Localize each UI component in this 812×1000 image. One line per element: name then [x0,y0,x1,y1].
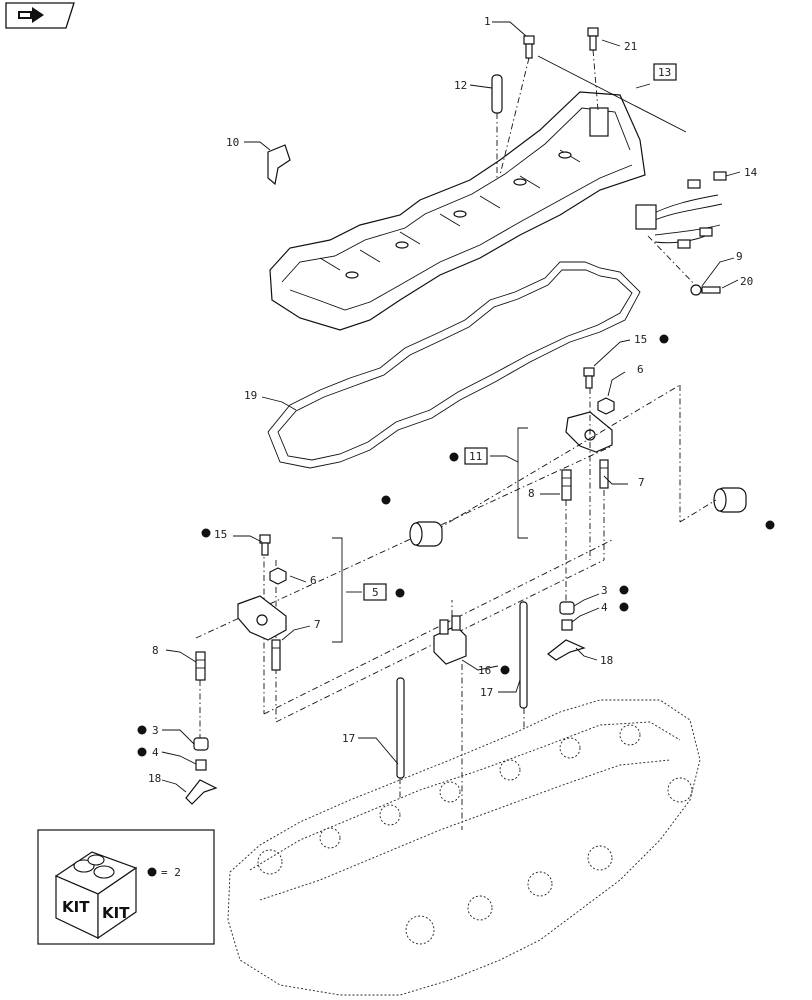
kit-dot [147,867,157,877]
gasket-19 [267,261,641,469]
kit-dot [500,665,510,675]
kit-dot [381,495,391,505]
callout-20: 20 [740,275,753,288]
cylinder-head [227,699,701,996]
kit-dot [137,747,147,757]
rocker-cover [269,91,646,331]
callout-3-right: 3 [601,584,608,597]
isolator-middle [409,521,443,547]
push-rod-17-left [396,677,405,779]
callout-15-right: 15 [634,333,647,346]
callout-16: 16 [478,664,491,677]
leader-lines [161,21,741,793]
callout-21: 21 [624,40,637,53]
kit-dot [395,588,405,598]
push-rod-17-right [519,601,528,709]
nut-6-left [269,567,287,585]
callout-5: 5 [372,586,379,599]
ring-4-right [561,619,573,631]
callout-1: 1 [484,15,491,28]
bolt-15-right [583,367,595,389]
nut-6-right [597,397,615,415]
kit-dot [201,528,211,538]
callout-15-left: 15 [214,528,227,541]
wiring-harness-14 [635,171,727,249]
stud-8-right [561,469,572,501]
callout-11-box [464,447,488,465]
callout-11: 11 [469,450,482,463]
callout-14: 14 [744,166,758,179]
callout-8-left: 8 [152,644,159,657]
bridge-18-left [185,779,218,805]
kit-bracket-11 [517,427,528,539]
callout-4-right: 4 [601,601,608,614]
kit-bracket-5 [332,537,343,643]
stud-7-left [271,639,281,671]
kit-quantity-text: = 2 [161,866,181,879]
next-page-arrow-icon [18,7,44,23]
stud-8-left [195,651,206,681]
isolator-right [713,487,747,513]
rocker-arm-right [565,411,613,453]
pin-12 [491,74,503,114]
bolt-21 [587,27,599,51]
callout-19: 19 [244,389,257,402]
callout-9: 9 [736,250,743,263]
cap-3-left [193,737,209,751]
kit-dot [137,725,147,735]
callouts: 1 21 12 13 10 14 9 20 19 15 6 11 8 7 15 … [137,15,775,785]
cap-3-right [559,601,575,615]
kit-dot [449,452,459,462]
kit-dot [619,585,629,595]
callout-6-left: 6 [310,574,317,587]
kit-dot [619,602,629,612]
callout-10: 10 [226,136,239,149]
kit-label-side: KIT [102,904,130,922]
callout-18-left: 18 [148,772,161,785]
kit-legend: KIT KIT = 2 [37,829,215,945]
ring-4-left [195,759,207,771]
kit-box-icon: KIT KIT [54,851,138,940]
bolt-20 [690,284,721,296]
callout-13-box [653,63,677,81]
kit-dot [765,520,775,530]
next-page-button[interactable] [5,2,75,29]
callout-7-left: 7 [314,618,321,631]
callout-8-right: 8 [528,487,535,500]
kit-dot [659,334,669,344]
callout-6-right: 6 [637,363,644,376]
stud-7-right [599,459,609,489]
callout-18-right: 18 [600,654,613,667]
kit-label-front: KIT [62,898,90,916]
callout-17-right: 17 [480,686,493,699]
callout-5-box [363,583,387,601]
callout-12: 12 [454,79,467,92]
injector-16 [433,615,467,665]
callout-4-left: 4 [152,746,159,759]
rocker-arm-left [237,595,287,641]
bolt-15-left [259,534,271,556]
bolt-1 [523,35,535,59]
clip-10 [267,144,291,186]
callout-7-right: 7 [638,476,645,489]
callout-3-left: 3 [152,724,159,737]
callout-17-left: 17 [342,732,355,745]
bridge-18-right [547,639,586,661]
callout-13: 13 [658,66,671,79]
